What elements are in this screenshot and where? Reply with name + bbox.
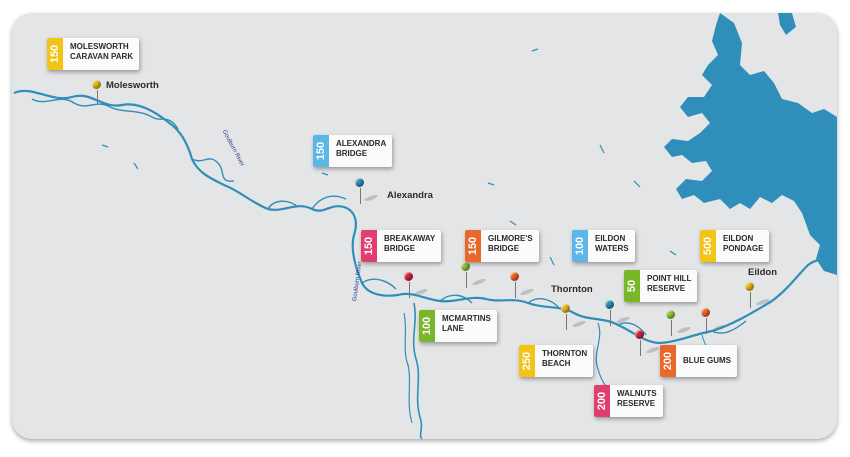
price-badge: 100 [419,310,435,342]
pin-blue-gums[interactable] [701,308,710,317]
price-badge: 500 [700,230,716,262]
lake-eildon [664,13,837,275]
callout-label: McMARTINSLANE [442,314,491,333]
price-badge: 200 [660,345,676,377]
pin-thornton-beach[interactable] [561,304,570,313]
goulburn-river [13,89,837,345]
price-badge: 150 [361,230,377,262]
town-alexandra: Alexandra [387,190,433,201]
price-badge: 150 [313,135,329,167]
price-badge: 150 [47,38,63,70]
town-thornton: Thornton [551,284,593,295]
town-eildon: Eildon [748,267,778,278]
price-badge: 200 [594,385,610,417]
pin-eildon[interactable] [745,282,754,291]
callout-blue-gums[interactable]: 200 BLUE GUMS [660,345,737,377]
pin-walnuts[interactable] [635,330,644,339]
pin-gilmores[interactable] [510,272,519,281]
pin-alexandra[interactable] [355,178,364,187]
pin-breakaway[interactable] [404,272,413,281]
price-badge: 50 [624,270,640,302]
price-badge: 250 [519,345,535,377]
callout-label: BLUE GUMS [683,356,731,365]
pin-point-hill[interactable] [666,310,675,319]
pin-gilmores-green[interactable] [461,262,470,271]
price-badge: 150 [465,230,481,262]
callout-mcmartins-lane[interactable]: 100 McMARTINSLANE [419,310,497,342]
map-frame[interactable]: Goulburn River Goulburn River [12,13,837,439]
pin-eildon-waters[interactable] [605,300,614,309]
town-molesworth: Molesworth [106,80,159,91]
price-badge: 100 [572,230,588,262]
pin-molesworth[interactable] [92,80,101,89]
